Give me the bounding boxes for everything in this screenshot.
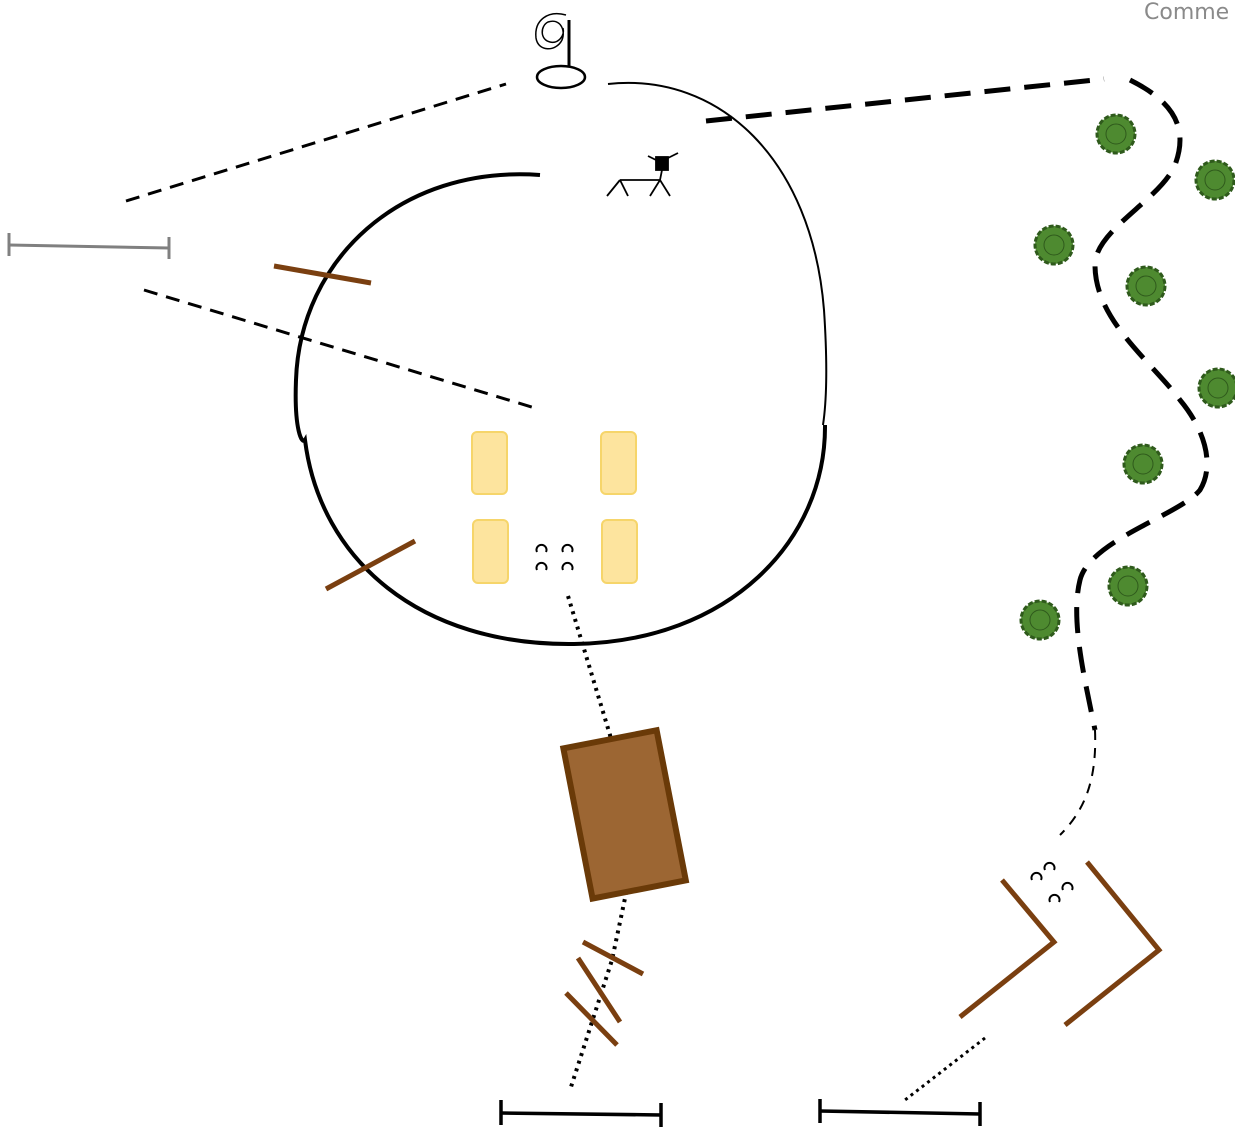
footprints-icon <box>1030 861 1074 903</box>
tree-icon <box>1194 159 1235 201</box>
brown-marker-upper <box>273 263 372 286</box>
tree-icon <box>1107 565 1149 607</box>
thin-dashed-trail-end <box>1059 729 1097 836</box>
brown-marker-lower <box>324 538 417 592</box>
tree-icon <box>1197 367 1235 409</box>
yellow-pad <box>471 431 508 495</box>
thick-circle-arc <box>293 172 828 647</box>
flag-with-scribble-icon <box>535 13 587 90</box>
yellow-pad <box>472 519 509 584</box>
winding-dashed-trail <box>1074 77 1210 731</box>
scale-bar-icon <box>499 1100 663 1127</box>
corner-label: Comme <box>1144 0 1230 25</box>
brown-wall-right <box>1063 860 1163 1027</box>
dotted-line-bottom-right <box>904 1036 986 1102</box>
yellow-pad <box>600 431 637 495</box>
yellow-pad <box>601 519 638 584</box>
dotted-path <box>566 595 635 1091</box>
tree-icon <box>1125 265 1167 307</box>
brown-box <box>559 726 690 903</box>
tree-icon <box>1033 224 1075 266</box>
tree-icon <box>1019 599 1061 641</box>
dashed-line-upper-left <box>125 82 507 203</box>
scale-bar-icon <box>818 1099 982 1126</box>
thin-outer-loop <box>607 81 828 426</box>
brown-wall-left <box>958 878 1058 1019</box>
dashed-path-top <box>705 76 1105 124</box>
scale-bar-icon <box>7 233 171 259</box>
tree-icon <box>1122 443 1164 485</box>
footprints-icon <box>535 543 574 571</box>
brown-crossed-marks <box>564 939 645 1047</box>
animal-figure-icon <box>606 152 679 197</box>
tree-icon <box>1095 113 1137 155</box>
dashed-line-middle-left <box>143 288 536 410</box>
